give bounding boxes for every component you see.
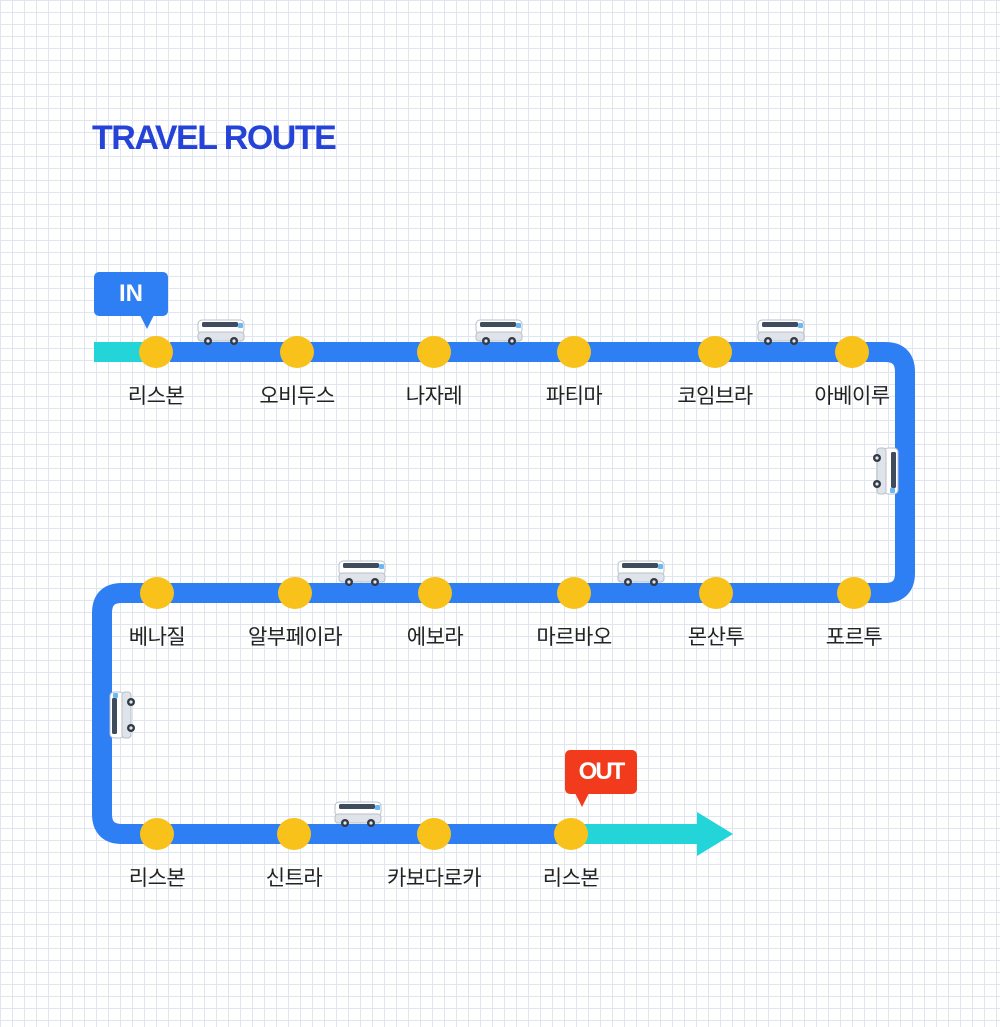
stop-label: 파티마 [545,384,603,408]
stop-dot [277,818,311,850]
stop-label: 카보다로카 [386,866,482,890]
page-title: TRAVEL ROUTE [92,119,337,157]
stop-dot [418,577,452,609]
van-icon [109,691,136,739]
stop-dot [557,577,591,609]
stop-dot [417,336,451,368]
end-arrow-icon [697,812,733,856]
stop-dot [698,336,732,368]
stop-dot [280,336,314,368]
stop-dot [417,818,451,850]
stop-dot [139,336,173,368]
stop-dot [278,577,312,609]
van-icon [872,447,899,495]
stop-label: 포르투 [825,625,883,649]
stop-dot [557,336,591,368]
out-marker: OUT [565,750,637,807]
stop-label: 마르바오 [536,625,612,649]
route-line [92,342,915,844]
van-icon [475,319,523,346]
stop-label: 에보라 [406,625,464,649]
van-icon [197,319,245,346]
in-marker: IN [94,272,168,329]
stop-dot [140,818,174,850]
stop-dot [699,577,733,609]
stop-label: 리스본 [542,866,600,890]
stop-label: 나자레 [405,384,463,408]
stop-label: 신트라 [265,866,323,890]
stop-label: 코임브라 [677,384,753,408]
stop-dot [835,336,869,368]
van-icon [617,560,665,587]
stop-label: 알부페이라 [247,625,343,649]
stop-label: 오비두스 [259,384,335,408]
stop-label: 아베이루 [814,384,890,408]
stop-label: 몬산투 [687,625,745,649]
stop-dot [837,577,871,609]
stop-dot [554,818,588,850]
van-icon [338,560,386,587]
stop-dot [140,577,174,609]
van-icon [757,319,805,346]
stop-label: 베나질 [128,625,186,649]
stop-label: 리스본 [128,866,186,890]
stop-label: 리스본 [127,384,185,408]
van-icon [334,801,382,828]
